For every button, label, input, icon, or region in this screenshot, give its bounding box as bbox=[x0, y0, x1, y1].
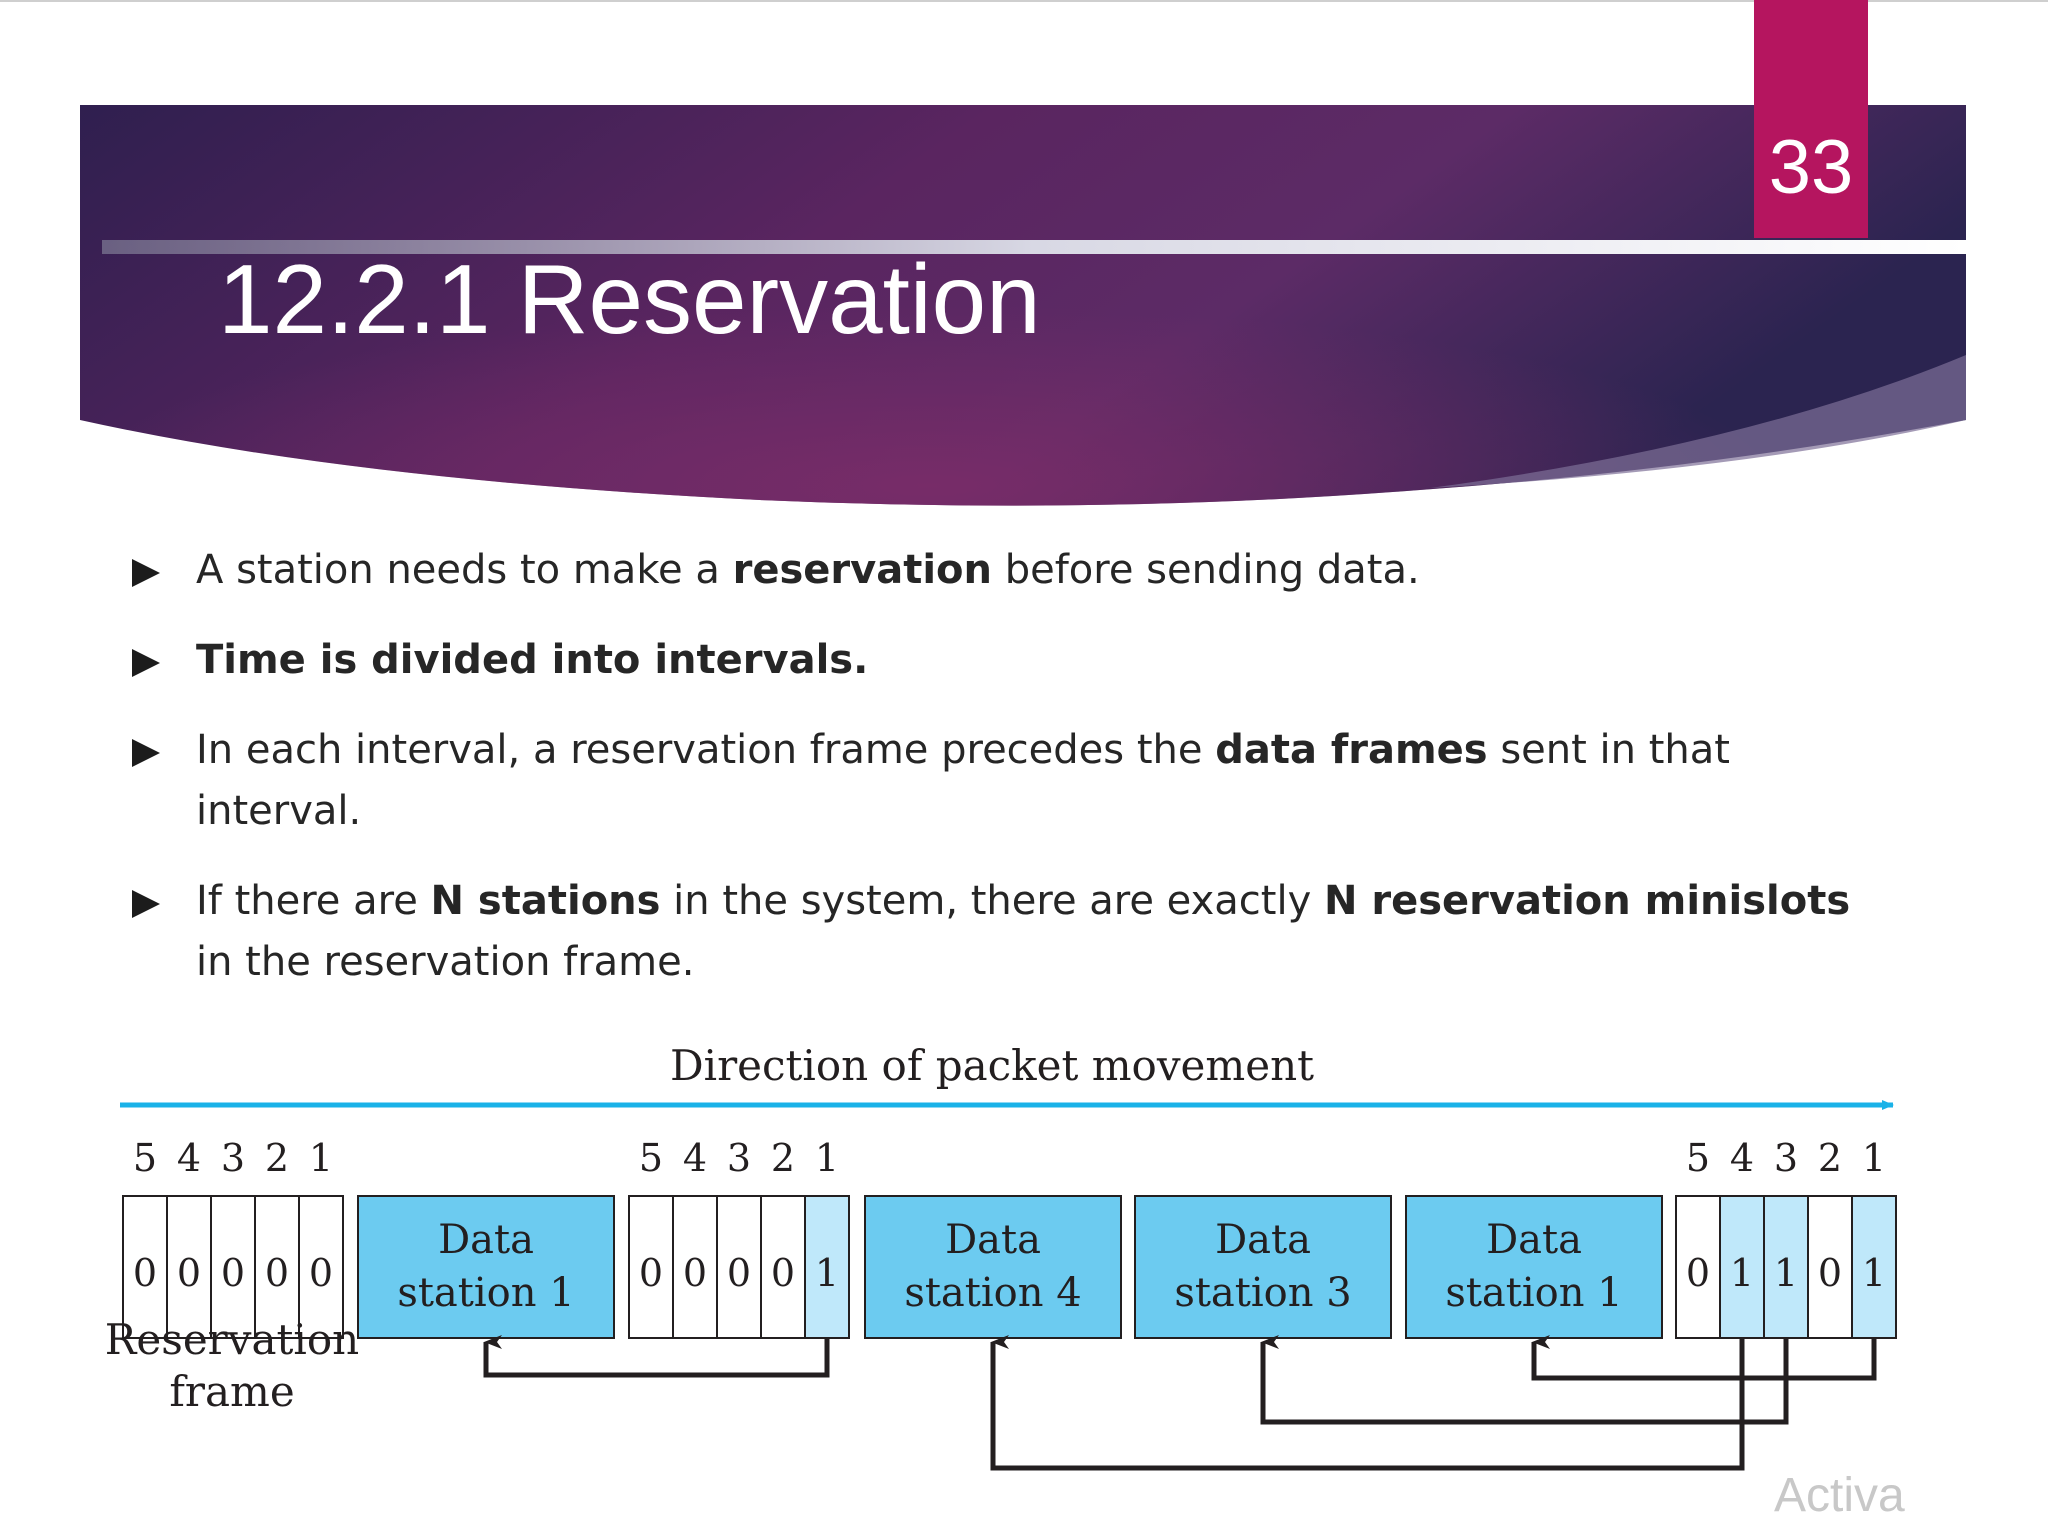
bold-run: Time is divided into intervals. bbox=[196, 637, 869, 683]
minislot-bit: 1 bbox=[1730, 1251, 1754, 1295]
bullet-item: In each interval, a reservation frame pr… bbox=[132, 720, 1862, 842]
bullet-item: If there are N stations in the system, t… bbox=[132, 871, 1862, 993]
slide-header-banner bbox=[80, 0, 1966, 506]
data-frame-label-line1: Data bbox=[1486, 1217, 1582, 1263]
text-run: In each interval, a reservation frame pr… bbox=[196, 727, 1216, 773]
minislot-bit: 0 bbox=[133, 1251, 157, 1295]
bold-run: N stations bbox=[430, 878, 661, 924]
minislot-cell bbox=[166, 1195, 212, 1339]
minislot-cell bbox=[122, 1195, 168, 1339]
text-run: before sending data. bbox=[991, 547, 1420, 593]
data-frame-label-line1: Data bbox=[945, 1217, 1041, 1263]
data-frame-label-line2: station 3 bbox=[1174, 1270, 1351, 1316]
triangle-bullet-icon bbox=[132, 559, 160, 587]
minislot-number: 3 bbox=[1774, 1136, 1798, 1180]
minislot-number: 5 bbox=[1686, 1136, 1710, 1180]
data-frames: Data station 1 Data station 4 Data station 3 D… bbox=[357, 1195, 1663, 1339]
text-run: in the system, there are exactly bbox=[660, 878, 1324, 924]
minislot-bit: 0 bbox=[683, 1251, 707, 1295]
pointer-arrow bbox=[483, 1335, 830, 1378]
slide-number-tab bbox=[1754, 0, 1868, 238]
bullet-text: In each interval, a reservation frame pr… bbox=[196, 727, 1730, 834]
minislot-bit: 0 bbox=[1686, 1251, 1710, 1295]
minislot-number: 2 bbox=[771, 1136, 795, 1180]
minislot-bit: 1 bbox=[1862, 1251, 1886, 1295]
minislot-bit: 0 bbox=[309, 1251, 333, 1295]
minislot-number: 3 bbox=[221, 1136, 245, 1180]
bold-run: N reservation minislots bbox=[1323, 878, 1851, 924]
direction-label: Direction of packet movement bbox=[670, 1041, 1314, 1090]
minislot-bit: 0 bbox=[221, 1251, 245, 1295]
minislot-number: 1 bbox=[1862, 1136, 1886, 1180]
activation-watermark: Activa bbox=[1774, 1469, 1905, 1522]
minislot-cell bbox=[210, 1195, 256, 1339]
minislot-number: 5 bbox=[133, 1136, 157, 1180]
minislot-cell bbox=[1675, 1195, 1721, 1339]
data-frame-label-line2: station 1 bbox=[1445, 1270, 1622, 1316]
text-run: If there are bbox=[196, 878, 431, 924]
minislot-bit: 0 bbox=[639, 1251, 663, 1295]
minislot-bit: 0 bbox=[727, 1251, 751, 1295]
text-run: sent in that interval. bbox=[196, 727, 1730, 834]
minislot-number: 4 bbox=[177, 1136, 201, 1180]
reservation-caption-line1: Reservation bbox=[105, 1315, 359, 1364]
data-frame-box bbox=[1405, 1195, 1663, 1339]
minislot-cell bbox=[804, 1195, 850, 1339]
pointer-arrow bbox=[1260, 1335, 1789, 1425]
bullet-item: A station needs to make a reservation be… bbox=[132, 540, 1862, 601]
top-border-line bbox=[0, 0, 2048, 2]
triangle-bullet-icon bbox=[132, 649, 160, 677]
pointer-arrow bbox=[1531, 1335, 1877, 1381]
minislot-bit: 0 bbox=[1818, 1251, 1842, 1295]
triangle-bullet-icon bbox=[132, 890, 160, 918]
minislot-bit: 1 bbox=[1774, 1251, 1798, 1295]
reservation-caption-line2: frame bbox=[169, 1367, 294, 1416]
bullet-text: Time is divided into intervals. bbox=[196, 637, 868, 683]
text-run: in the reservation frame. bbox=[196, 939, 695, 985]
minislot-bit: 1 bbox=[815, 1251, 839, 1295]
bullet-item: Time is divided into intervals. bbox=[132, 630, 1862, 691]
minislot-cell bbox=[760, 1195, 806, 1339]
data-frame-box bbox=[1134, 1195, 1392, 1339]
minislot-bit: 0 bbox=[771, 1251, 795, 1295]
data-frame-box bbox=[864, 1195, 1122, 1339]
pointer-arrow bbox=[990, 1335, 1745, 1471]
minislot-number: 3 bbox=[727, 1136, 751, 1180]
data-frame-label-line2: station 4 bbox=[904, 1270, 1081, 1316]
data-frame-label-line2: station 1 bbox=[397, 1270, 574, 1316]
minislot-bit: 0 bbox=[177, 1251, 201, 1295]
minislot-number: 2 bbox=[1818, 1136, 1842, 1180]
minislot-cell bbox=[672, 1195, 718, 1339]
minislot-number: 4 bbox=[683, 1136, 707, 1180]
minislot-number: 4 bbox=[1730, 1136, 1754, 1180]
bullet-list: A station needs to make a reservation be… bbox=[132, 540, 1862, 1022]
bold-run: data frames bbox=[1215, 727, 1488, 773]
minislot-number: 2 bbox=[265, 1136, 289, 1180]
data-frame-label-line1: Data bbox=[438, 1217, 534, 1263]
minislot-cell bbox=[1851, 1195, 1897, 1339]
bullet-text: If there are N stations in the system, t… bbox=[196, 878, 1850, 985]
reservation-pointer-arrows bbox=[483, 1335, 1877, 1471]
data-frame-box bbox=[357, 1195, 615, 1339]
slide-number: 33 bbox=[1768, 125, 1854, 210]
bold-run: reservation bbox=[732, 547, 992, 593]
bullet-text: A station needs to make a reservation be… bbox=[196, 547, 1420, 593]
slide-title: 12.2.1 Reservation bbox=[218, 244, 1041, 354]
minislot-number: 1 bbox=[309, 1136, 333, 1180]
data-frame-label-line1: Data bbox=[1215, 1217, 1311, 1263]
minislot-number: 1 bbox=[815, 1136, 839, 1180]
reservation-diagram: Direction of packet movement 05040302010… bbox=[105, 1041, 1897, 1471]
triangle-bullet-icon bbox=[132, 739, 160, 767]
minislot-cell bbox=[1807, 1195, 1853, 1339]
minislot-number: 5 bbox=[639, 1136, 663, 1180]
minislot-cell bbox=[298, 1195, 344, 1339]
text-run: A station needs to make a bbox=[196, 547, 733, 593]
minislot-bit: 0 bbox=[265, 1251, 289, 1295]
